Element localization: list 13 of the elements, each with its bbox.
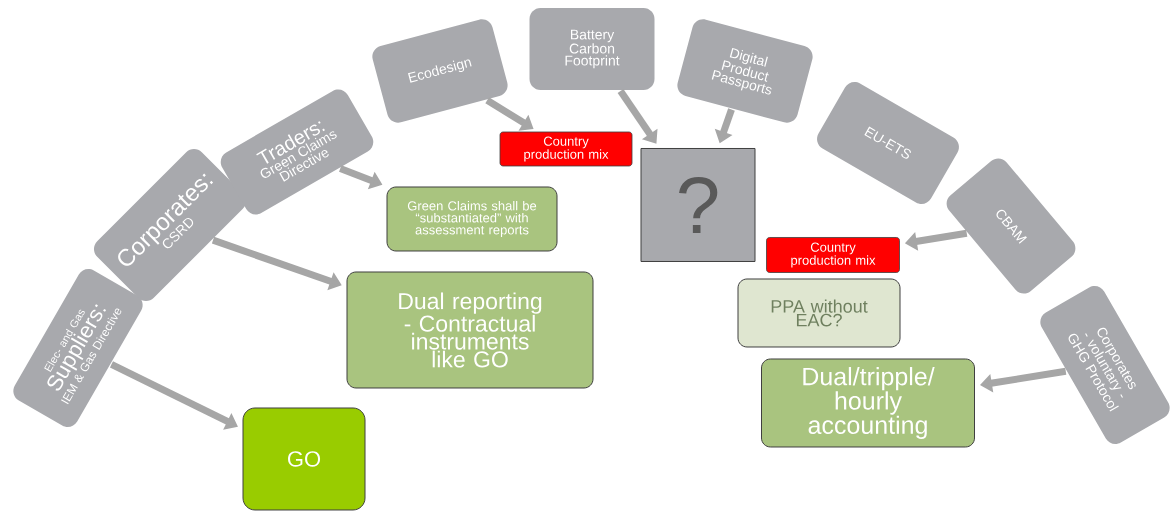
- outcome-box: Dual/tripple/ hourly accounting: [761, 358, 975, 448]
- outcome-box: PPA without EAC?: [737, 278, 901, 348]
- question-box: ?: [640, 148, 756, 262]
- block-arrow: [980, 367, 1067, 393]
- category-box: Battery Carbon Footprint: [529, 8, 655, 90]
- block-arrow: [109, 361, 238, 430]
- outcome-box: GO: [242, 407, 366, 511]
- block-arrow: [617, 89, 658, 144]
- block-arrow: [485, 97, 534, 131]
- highlight-box: Country production mix: [766, 237, 900, 273]
- outcome-box: Green Claims shall be “substantiated” with assessment reports: [386, 186, 558, 252]
- highlight-box: Country production mix: [499, 131, 633, 167]
- outcome-box: Dual reporting - Contractual instruments like GO: [346, 271, 594, 389]
